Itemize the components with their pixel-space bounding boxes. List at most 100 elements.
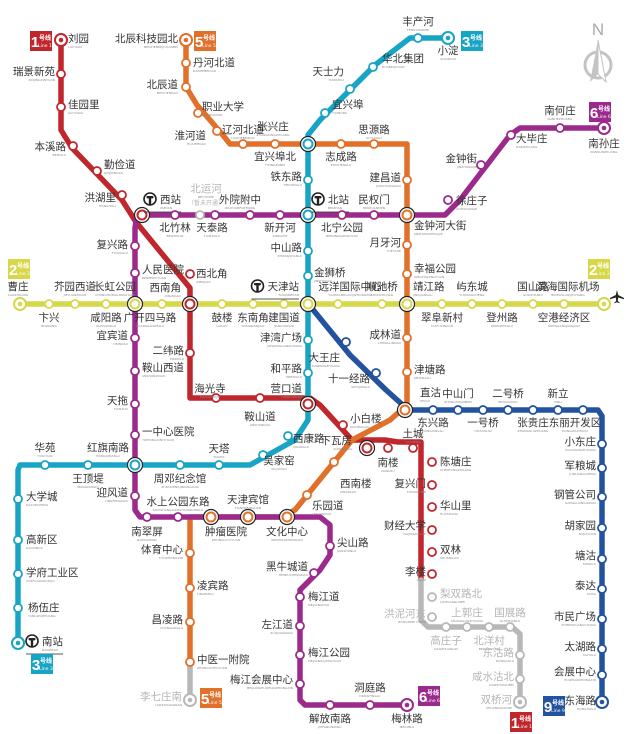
station[interactable]: 北辰道BEICHENDAO [147, 78, 191, 95]
station[interactable]: 西南角XINANJIAO [150, 281, 199, 313]
station[interactable]: 成林道CHENGLINDAO [370, 328, 412, 345]
station[interactable]: 小白楼XIAOBAILOU [338, 412, 382, 430]
station[interactable]: 高新区GAOXINQU [13, 533, 58, 550]
station[interactable]: 志成路ZHICHENGLU [325, 139, 357, 167]
station[interactable]: 十一经路SHIYIJINGLU [328, 368, 381, 389]
station[interactable]: 二纬路ERWEILU [153, 344, 195, 361]
station[interactable]: 金钟街JINZHONGJIE [446, 152, 486, 170]
station[interactable]: 人民医院RENMINYIYUAN [130, 263, 184, 280]
station[interactable]: 顺驰桥SHUNCHIQIAO [366, 280, 398, 309]
station[interactable]: 东海路DONGHAILU [565, 694, 609, 711]
station[interactable]: 直沽ZHIGU [396, 386, 442, 419]
station[interactable]: 外院附中WAIYUANFUZHONG [219, 193, 261, 220]
station[interactable]: 乐园道LEYUANDAO [302, 490, 344, 516]
station[interactable]: 军粮城JUNLIANGCHENG [565, 459, 607, 476]
station[interactable]: 梅江会展中心MEIJIANGHUIZHANZHONGXIN [230, 673, 305, 690]
station[interactable]: 西康路XIKANGLU [283, 431, 325, 449]
station[interactable]: 营口道YINGKOUDAO [271, 382, 317, 413]
station[interactable]: 复兴路FUXINGLU [97, 238, 140, 255]
station[interactable]: 北运河BEIYUNHE（暂未开通） [188, 183, 224, 220]
station[interactable]: 和平路HEPINGLU [271, 362, 313, 379]
station[interactable]: 太湖路TAIHULU [565, 640, 607, 657]
station[interactable]: 水上公园东路SHUISHANGGONGYUANDONGLU [147, 495, 210, 522]
station[interactable]: 佳园里JIAYUANLI [56, 98, 100, 115]
station[interactable]: 天津站TIANJINZHAN [250, 279, 317, 313]
station[interactable]: 一号桥YIHAOQIAO [467, 405, 499, 433]
station[interactable]: 天津宾馆TIANJINBINGUAN [227, 493, 269, 526]
station[interactable]: 海光寺HAIGUANGSI [194, 382, 226, 403]
station[interactable]: 津湾广场JINWANGUANGCHANG [260, 331, 313, 348]
station[interactable]: 张兴庄ZHANGXINGZHUANG [256, 120, 317, 153]
station[interactable]: 铁东路TIEDONGLU [271, 170, 313, 187]
station[interactable]: 幸福公园XINGFUGONGYUAN [402, 262, 456, 279]
station[interactable]: 南楼NANLOU [378, 443, 399, 473]
station[interactable]: 滨海国际机场BINHAIGUOJIJICHANG [537, 280, 611, 311]
station[interactable]: 梅林路MEILINLU [391, 698, 423, 729]
station[interactable]: 天士力TIANSHILI [313, 65, 355, 94]
station[interactable]: 靖江路JINGJIANGLU [398, 280, 445, 313]
station[interactable]: 建昌道JIANCHANGDAO [370, 171, 412, 188]
station[interactable]: 西站XIZHAN [133, 192, 182, 224]
station[interactable]: 高庄子GAOZHUANGZI [430, 622, 462, 651]
station[interactable]: 红旗南路HONGQINANLU [87, 441, 144, 474]
station[interactable]: 大学城DAXUECHENG [13, 490, 58, 507]
station[interactable]: 杨伍庄YANGWUZHUANG [13, 601, 60, 618]
station[interactable]: 屿东城YUDONGCHENG [456, 280, 488, 309]
station[interactable]: 国展路GUOZHANLU [494, 606, 526, 632]
station[interactable]: 洞庭路DONGTINGLU [354, 681, 386, 710]
station[interactable]: 勤俭道QINJIANDAO [92, 158, 136, 176]
station[interactable]: 南翠屏NANCUIPING [131, 512, 163, 542]
station[interactable]: 天泰路TIANTAILU [196, 210, 228, 238]
station[interactable]: 肿瘤医院ZHONGLIUYIYUAN [202, 508, 248, 543]
station[interactable]: 金狮桥JINSHIQIAO [303, 266, 346, 283]
station[interactable]: 中医一附院ZHONGYIYIFUYUAN [185, 653, 250, 670]
station[interactable]: 北洋村BEIYANGCUN [473, 622, 505, 651]
station[interactable]: 本溪路BENXILU [35, 140, 78, 157]
station[interactable]: 塘沽TANGGU [575, 549, 607, 566]
station[interactable]: 南孙庄NANSUNZHUANG [588, 121, 620, 154]
station[interactable]: 王顶堤WANGDINGDI [72, 460, 104, 489]
station[interactable]: 学府工业区XUEFUGONGYEQU [13, 566, 79, 583]
station[interactable]: 二号桥ERHAOQIAO [492, 388, 524, 415]
station[interactable]: 中山门ZHONGSHANMEN [442, 387, 474, 415]
station[interactable]: 东丽开发区DONGLIKAIFAQU [549, 405, 602, 433]
station[interactable]: 长虹公园CHANGHONGGONGYUAN [94, 281, 144, 313]
station[interactable]: 北站BEIZHAN [299, 192, 350, 224]
station[interactable]: 土城TUCHENG [403, 427, 424, 453]
station[interactable]: 左江道ZUOJIANGDAO [262, 618, 305, 635]
station[interactable]: 华北集团HUABEIJITUAN [368, 52, 424, 72]
station[interactable]: 天塔TIANTA [209, 442, 230, 470]
station[interactable]: 鞍山道ANSHANDAO [244, 393, 276, 427]
station[interactable]: 金钟河大街JINZHONGHEDAJIE [398, 206, 467, 237]
station[interactable]: 南何庄NANHEZHUANG [544, 104, 576, 133]
station[interactable]: 建国道JIANGUODAO [268, 299, 300, 328]
station[interactable]: 大毕庄DABIZHUANG [506, 130, 548, 149]
station[interactable]: 复兴门FUXINGMEN [395, 477, 437, 494]
station[interactable]: 凌宾路LINGBINLU [185, 579, 229, 596]
station[interactable]: 北竹林BEIZHULIN [159, 210, 191, 238]
station[interactable]: 宜宾道YIBINDAO [97, 329, 140, 346]
station[interactable]: 宜兴埠YIXINGBU [320, 98, 364, 118]
station[interactable]: 张贵庄ZHANGGUIZHUANG [517, 405, 549, 433]
station[interactable]: 大王庄DAWANGZHUANG [309, 337, 351, 368]
station[interactable]: 丰产河FENGCHANHE [402, 15, 434, 43]
station[interactable]: 市民广场SHIMINGUANGCHANG [554, 610, 607, 627]
station[interactable]: 思源路SIYUANLU [358, 123, 390, 149]
station[interactable]: 芥园西道JIEYUANXIDAO [54, 280, 96, 309]
station[interactable]: 咸水沽北XIANSHUIGUBEI [472, 670, 525, 687]
station[interactable]: 洪泥河东HONGNIHE DONG [384, 607, 437, 624]
station[interactable]: 丹河北道DANHEBEIDAO [181, 56, 235, 73]
station[interactable]: 职业大学ZHIYEDAXUE [193, 100, 244, 118]
station[interactable]: 洪湖里HONGHULI [85, 190, 127, 208]
station[interactable]: 辽河北道LIAOHEBEIDAO [222, 123, 264, 149]
station[interactable]: 西北角XIBEIJIAO [185, 268, 228, 284]
station[interactable]: 一中心医院YIZHONGXINYIYUAN [130, 425, 195, 442]
station[interactable]: 翠阜新村CUIFUXINCUN [421, 299, 463, 328]
station[interactable]: 梨双路北LISHUANGLUBEI [427, 587, 482, 604]
station[interactable]: 天拖TIANTUO [107, 394, 140, 411]
station[interactable]: 东沽路DONGGULU [483, 646, 525, 663]
station[interactable]: 北宁公园BEININGGONGYUAN [321, 210, 363, 238]
station[interactable]: 宜兴埠北YIXINGBUBEI [254, 139, 296, 167]
station[interactable]: 梅江道MEIJIANGDAO [295, 590, 340, 607]
station[interactable]: 陈塘庄CHENTANGZHUANG [427, 455, 472, 472]
